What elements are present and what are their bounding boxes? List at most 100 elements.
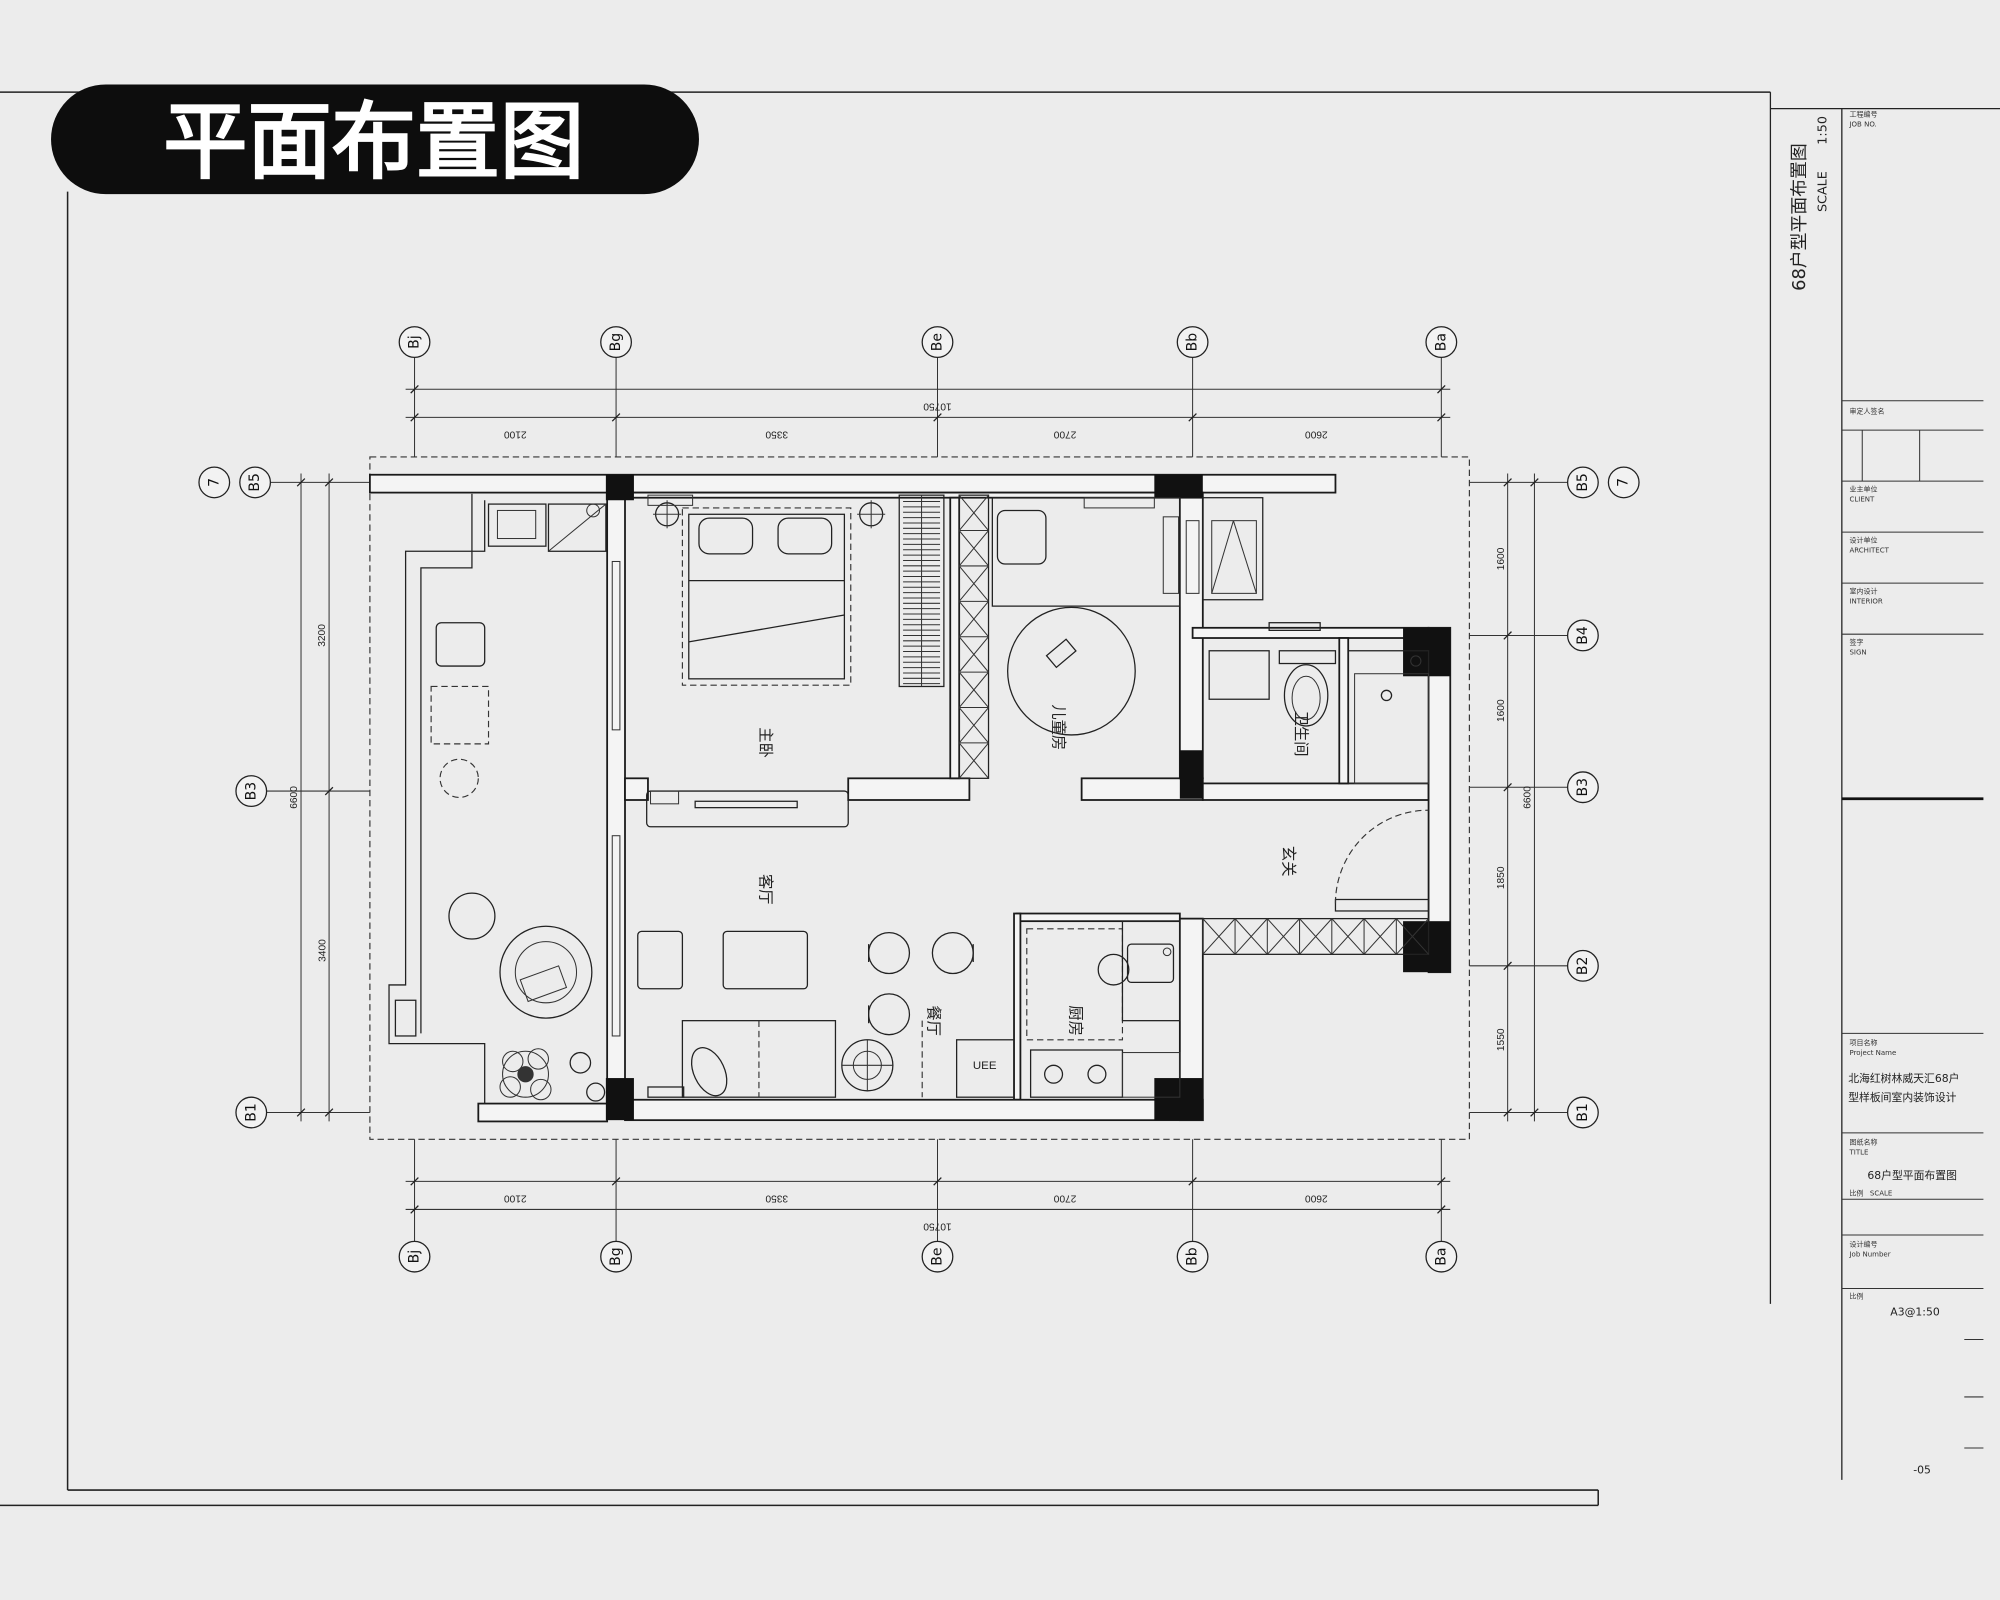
tb-project-label-en: Project Name: [1849, 1048, 1896, 1057]
tb-field-label-en: CLIENT: [1849, 495, 1875, 504]
dimension-tick: [1188, 1177, 1197, 1186]
walls: [369, 473, 1452, 1123]
title-block-rows: [1841, 400, 1984, 1449]
axis-extension-lines: [1469, 473, 1568, 1122]
balcony-table: [430, 685, 490, 745]
axis-extension-lines: [405, 357, 1451, 457]
plant-leaf: [517, 1066, 534, 1083]
axis-bubble: [398, 1240, 431, 1273]
room-label-dining-room: 餐厅: [925, 1005, 943, 1036]
wardrobe-door-x: [958, 707, 989, 744]
axis-bubble: [1176, 326, 1209, 359]
axis-label: B1: [243, 1103, 259, 1122]
entry-door-leaf: [1334, 898, 1430, 912]
dimension-tick: [933, 1177, 942, 1186]
plant-pot: [586, 1082, 606, 1102]
entry-door-swing: [1334, 809, 1429, 904]
tb-scale-label: SCALE: [1816, 171, 1831, 212]
double-bed: [681, 507, 852, 686]
tv: [694, 800, 798, 809]
tb-field-label-en: INTERIOR: [1849, 597, 1882, 606]
axis-label: B2: [1575, 957, 1591, 976]
dimension-total: 6600: [289, 786, 300, 809]
axis-label: B5: [247, 473, 263, 492]
title-block: 68户型平面布置图 SCALE 1:50 工程编号 JOB NO. 审定人签名 …: [1769, 92, 2000, 1480]
storage-cabinet: [1185, 497, 1264, 601]
dimension-tick: [1503, 1108, 1512, 1117]
tb-sheet-number: -05: [1913, 1463, 1931, 1476]
tb-title-label: 图纸名称: [1849, 1137, 1877, 1146]
axis-label: B3: [243, 782, 259, 801]
axis-bubble: [235, 1096, 268, 1129]
room-label-entrance: 玄关: [1279, 846, 1297, 877]
dimension-tick: [410, 413, 419, 422]
fridge-label: UEE: [973, 1060, 997, 1072]
axis-label: Be: [930, 333, 946, 351]
stove-burner: [1044, 1064, 1064, 1084]
wardrobe-hatching: [903, 495, 941, 687]
dimension-tick: [296, 478, 306, 487]
shoe-cabinet-doors: [1202, 918, 1429, 955]
axis-bubble: [198, 466, 231, 499]
balcony-furniture: [430, 503, 607, 1102]
sofa-footrest: [647, 1086, 685, 1098]
dimension-segment: 2700: [1053, 1192, 1076, 1203]
page-title: 平面布置图: [163, 93, 584, 191]
cabinet-inner: [1211, 520, 1257, 594]
axis-bubble: [235, 775, 268, 808]
axis-bubble: [1566, 771, 1599, 804]
master-bedroom-furniture: 主卧: [647, 494, 945, 758]
room-label-living-room: 客厅: [756, 874, 774, 905]
cabinet-door-x: [1266, 918, 1300, 955]
tb-field-label-en: SIGN: [1849, 648, 1866, 657]
balcony-inner-rail: [420, 493, 473, 1034]
axis-left: 7 B5 B3 B1 6600 3200 3400: [198, 466, 370, 1129]
axis-bubble: [1607, 466, 1640, 499]
cook-figure: [1097, 953, 1130, 986]
dimension-segment: 2600: [1305, 1192, 1328, 1203]
cabinet-diagonal: [1211, 520, 1234, 594]
dimension-ticks: [296, 478, 334, 1117]
dimension-segment: 1600: [1496, 699, 1507, 722]
dimension-total: 10750: [923, 1220, 952, 1231]
cabinet-outer: [1202, 497, 1264, 601]
dimension-segment: 1600: [1496, 547, 1507, 570]
bench: [647, 494, 694, 506]
axis-extension-lines: [266, 473, 370, 1122]
balcony-round-stool: [439, 758, 479, 799]
vanity-sink: [1208, 650, 1270, 700]
structural-column: [605, 1078, 634, 1121]
cabinet-door-x: [1234, 918, 1268, 955]
dimension-tick: [1503, 631, 1512, 640]
shower-valve: [1410, 655, 1422, 667]
dimension-ticks: [410, 1177, 1446, 1214]
side-table: [448, 892, 496, 940]
axis-bubble: [1425, 1240, 1458, 1273]
cabinet-door-x: [1299, 918, 1333, 955]
wall-bedroom-kids: [949, 496, 961, 780]
plant-leaf: [502, 1050, 549, 1098]
dimension-tick: [1437, 385, 1446, 394]
axis-label: B3: [1575, 778, 1591, 797]
dimension-segment: 1850: [1496, 866, 1507, 889]
dimension-tick: [1188, 413, 1197, 422]
dimension-tick: [933, 413, 942, 422]
structural-column: [605, 474, 634, 501]
fridge: [955, 1039, 1015, 1098]
floor-drain: [586, 503, 600, 518]
room-label-bathroom: 卫生间: [1292, 711, 1310, 757]
wardrobe-door-x: [958, 636, 989, 673]
axis-extension-lines: [405, 1139, 1451, 1242]
single-bed-pillow: [996, 509, 1047, 565]
plant-leaf: [527, 1048, 549, 1070]
side-table: [637, 930, 684, 990]
wall-bedroom-bottom: [624, 777, 649, 801]
tb-field-label: 设计单位: [1849, 535, 1877, 544]
laundry-sink: [547, 503, 607, 552]
dimension-segment: 3350: [765, 1192, 788, 1203]
axis-bubble: [921, 1240, 954, 1273]
wall-bedroom-bottom: [847, 777, 971, 801]
dimension-segment: 2600: [1305, 428, 1328, 439]
tb-title-value: 68户型平面布置图: [1867, 1168, 1957, 1182]
